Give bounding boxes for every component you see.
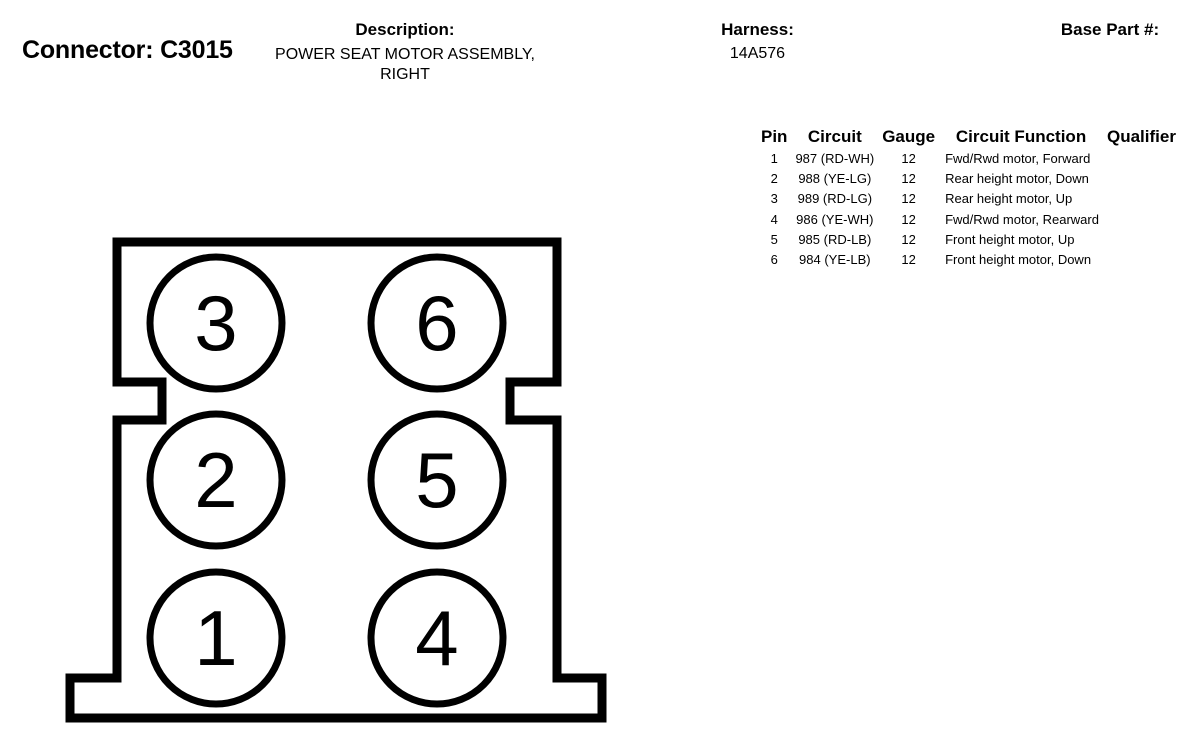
cell-circuit: 984 (YE-LB) — [799, 252, 871, 268]
table-row: 6 984 (YE-LB) 12 Front height motor, Dow… — [757, 249, 1180, 269]
cell-pin: 3 — [770, 191, 778, 207]
cell-function: Front height motor, Up — [945, 231, 1075, 247]
cavity-number: 4 — [415, 594, 458, 682]
harness-value: 14A576 — [729, 45, 786, 62]
description-label: Description: — [355, 20, 455, 39]
table-row: 1 987 (RD-WH) 12 Fwd/Rwd motor, Forward — [757, 148, 1180, 168]
header-circuit-function: Circuit Function — [955, 127, 1087, 146]
cavity-middle-right — [367, 410, 507, 550]
cell-pin: 4 — [770, 211, 778, 227]
base-part-label: Base Part #: — [1060, 20, 1160, 39]
cavity-middle-left — [146, 410, 286, 550]
cavity-bottom-right — [367, 568, 507, 708]
cell-circuit: 987 (RD-WH) — [795, 150, 875, 166]
table-header-row: Pin Circuit Gauge Circuit Function Quali… — [757, 126, 1180, 148]
cavity-number: 6 — [415, 279, 458, 367]
cell-circuit: 989 (RD-LG) — [797, 191, 873, 207]
table-row: 5 985 (RD-LB) 12 Front height motor, Up — [757, 229, 1180, 249]
cavity-top-left — [146, 253, 286, 393]
description-value: POWER SEAT MOTOR ASSEMBLY, RIGHT — [245, 45, 565, 85]
cell-pin: 1 — [770, 150, 778, 166]
cavity-number: 2 — [194, 436, 237, 524]
description-line-1: POWER SEAT MOTOR ASSEMBLY, — [275, 46, 535, 63]
cavity-bottom-left — [146, 568, 286, 708]
cell-gauge: 12 — [901, 231, 916, 247]
header-circuit: Circuit — [807, 127, 862, 146]
harness-label: Harness: — [721, 20, 794, 39]
cell-pin: 6 — [770, 252, 778, 268]
cell-function: Front height motor, Down — [945, 252, 1092, 268]
cavity-number: 3 — [194, 279, 237, 367]
cell-function: Rear height motor, Up — [945, 191, 1073, 207]
connector-title: Connector: C3015 — [22, 36, 233, 64]
cavity-number: 1 — [194, 594, 237, 682]
cell-gauge: 12 — [901, 150, 916, 166]
header-pin: Pin — [761, 127, 788, 146]
header-gauge: Gauge — [882, 127, 936, 146]
cell-function: Fwd/Rwd motor, Forward — [945, 150, 1091, 166]
cell-circuit: 986 (YE-WH) — [796, 211, 874, 227]
cavity-number: 5 — [415, 436, 458, 524]
cell-gauge: 12 — [901, 252, 916, 268]
cell-function: Fwd/Rwd motor, Rearward — [945, 211, 1099, 227]
cell-gauge: 12 — [901, 170, 916, 186]
cell-pin: 2 — [770, 170, 778, 186]
cell-circuit: 988 (YE-LG) — [798, 170, 872, 186]
cavity-top-right — [367, 253, 507, 393]
pin-table: Pin Circuit Gauge Circuit Function Quali… — [757, 126, 1180, 270]
table-row: 2 988 (YE-LG) 12 Rear height motor, Down — [757, 168, 1180, 188]
connector-housing-outline — [65, 237, 607, 723]
cell-circuit: 985 (RD-LB) — [798, 231, 872, 247]
table-row: 3 989 (RD-LG) 12 Rear height motor, Up — [757, 189, 1180, 209]
table-row: 4 986 (YE-WH) 12 Fwd/Rwd motor, Rearward — [757, 209, 1180, 229]
header-qualifier: Qualifier — [1106, 127, 1176, 146]
cell-gauge: 12 — [901, 191, 916, 207]
cell-pin: 5 — [770, 231, 778, 247]
cell-gauge: 12 — [901, 211, 916, 227]
cell-function: Rear height motor, Down — [945, 170, 1089, 186]
description-line-2: RIGHT — [380, 66, 430, 83]
